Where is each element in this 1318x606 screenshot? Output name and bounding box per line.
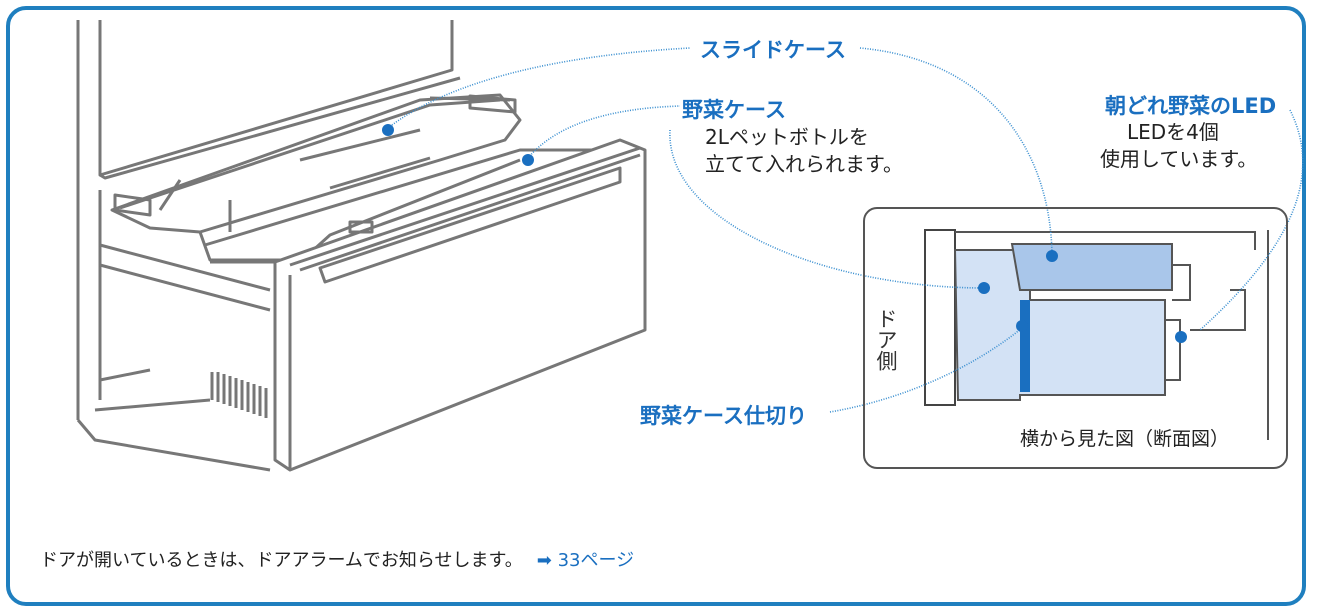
cross-section-caption: 横から見た図（断面図） bbox=[1020, 428, 1230, 450]
vegetable-case-desc-line-2: 立てて入れられます。 bbox=[705, 152, 903, 176]
door-side-label: ドア側 bbox=[872, 308, 898, 378]
marker-vegetable-case bbox=[522, 154, 534, 166]
marker-dots bbox=[382, 124, 1187, 343]
vegetable-drawer-illustration bbox=[76, 20, 1304, 472]
morning-led-desc-line-1: LEDを4個 bbox=[1127, 120, 1219, 144]
morning-led-desc-line-2: 使用しています。 bbox=[1100, 147, 1258, 171]
refrigerator-drawing bbox=[76, 20, 647, 472]
cross-section-box bbox=[863, 207, 1288, 469]
footer-note: ドアが開いているときは、ドアアラームでお知らせします。 ➡ 33ページ bbox=[40, 546, 634, 572]
marker-slide-case-inset bbox=[1046, 250, 1058, 262]
leader-led bbox=[1199, 109, 1304, 331]
page-33-link[interactable]: ➡ 33ページ bbox=[536, 550, 635, 571]
morning-led-label: 朝どれ野菜のLED bbox=[1105, 94, 1277, 118]
door-alarm-note: ドアが開いているときは、ドアアラームでお知らせします。 bbox=[40, 550, 523, 571]
marker-divider bbox=[1016, 320, 1028, 332]
marker-led bbox=[1175, 331, 1187, 343]
divider-label: 野菜ケース仕切り bbox=[640, 404, 807, 428]
leader-slide-case-inset bbox=[859, 47, 1053, 255]
slide-case-label: スライドケース bbox=[700, 38, 846, 62]
vegetable-case-desc-line-1: 2Lペットボトルを bbox=[705, 125, 869, 149]
vegetable-case-label: 野菜ケース bbox=[682, 98, 786, 122]
marker-vegetable-case-inset bbox=[978, 282, 990, 294]
marker-slide-case bbox=[382, 124, 394, 136]
leader-vegetable-case bbox=[527, 105, 681, 159]
leader-slide-case bbox=[387, 47, 691, 129]
leader-lines bbox=[387, 47, 1304, 413]
leader-vegetable-case-inset bbox=[669, 129, 986, 289]
door-side-text: ドア側 bbox=[874, 308, 898, 371]
